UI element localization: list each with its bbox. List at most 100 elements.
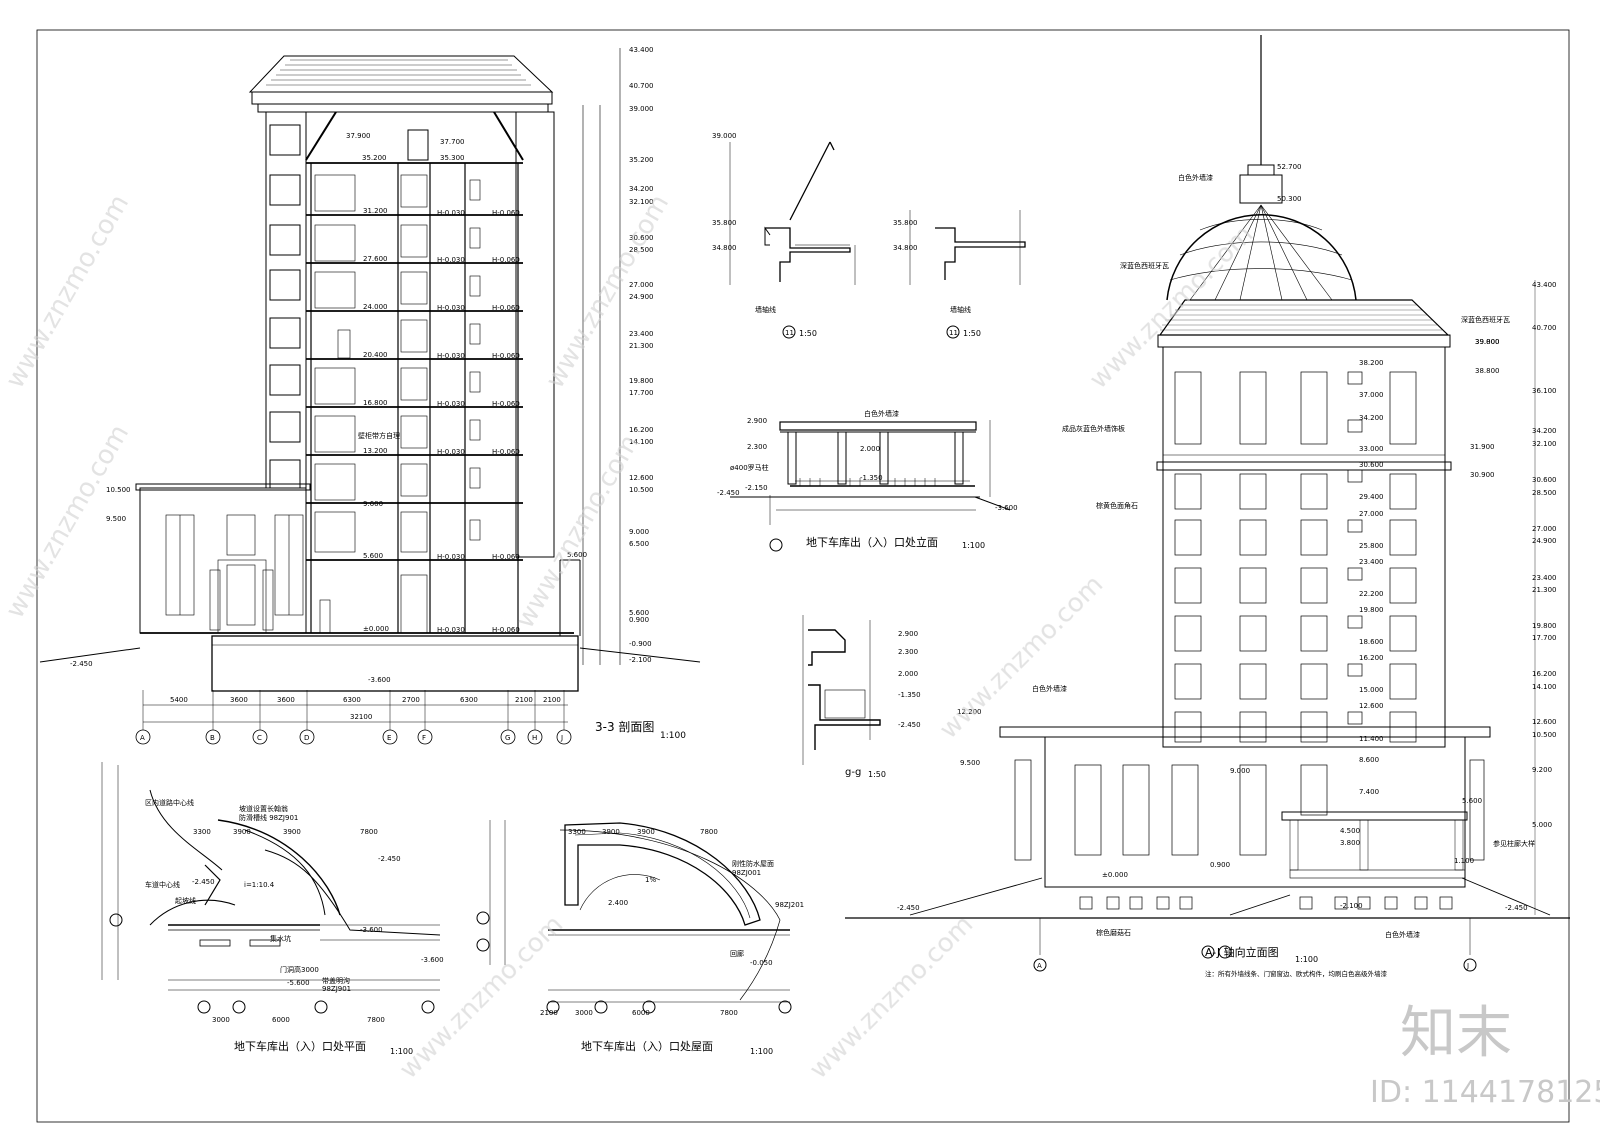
svg-text:39.000: 39.000: [712, 132, 737, 140]
svg-text:11.400: 11.400: [1359, 735, 1384, 743]
garage-plan: [101, 762, 441, 1014]
svg-text:20.400: 20.400: [363, 351, 388, 359]
svg-text:6.500: 6.500: [629, 540, 649, 548]
svg-text:14.100: 14.100: [629, 438, 654, 446]
svg-text:www.znzmo.com: www.znzmo.com: [394, 910, 569, 1085]
svg-text:2700: 2700: [402, 696, 420, 704]
svg-text:-1.350: -1.350: [898, 691, 921, 699]
svg-text:3900: 3900: [283, 828, 301, 836]
svg-text:7800: 7800: [360, 828, 378, 836]
svg-text:www.znzmo.com: www.znzmo.com: [804, 910, 979, 1085]
svg-text:C: C: [257, 734, 262, 742]
svg-text:98ZJ901: 98ZJ901: [322, 985, 351, 993]
svg-text:39.800: 39.800: [1475, 338, 1500, 346]
svg-text:6300: 6300: [343, 696, 361, 704]
detail-text: 39.000 35.800 34.800 墙轴线 11 1:50 35.800 …: [712, 132, 1018, 779]
svg-text:2.900: 2.900: [898, 630, 918, 638]
svg-text:H-0.060: H-0.060: [492, 448, 520, 456]
section-drawing: [39, 48, 701, 745]
svg-text:23.400: 23.400: [1532, 574, 1557, 582]
svg-text:2100: 2100: [540, 1009, 558, 1017]
svg-text:0.900: 0.900: [629, 616, 649, 624]
svg-text:30.600: 30.600: [1532, 476, 1557, 484]
svg-text:-2.150: -2.150: [745, 484, 768, 492]
svg-text:7800: 7800: [720, 1009, 738, 1017]
svg-text:A: A: [1037, 962, 1042, 970]
svg-text:19.800: 19.800: [1532, 622, 1557, 630]
svg-text:1:50: 1:50: [799, 329, 817, 338]
svg-text:白色外墙漆: 白色外墙漆: [1032, 684, 1067, 693]
svg-text:16.200: 16.200: [1532, 670, 1557, 678]
svg-text:14.100: 14.100: [1532, 683, 1557, 691]
svg-text:2.300: 2.300: [898, 648, 918, 656]
svg-text:H-0.060: H-0.060: [492, 256, 520, 264]
svg-text:5.600: 5.600: [567, 551, 587, 559]
svg-text:35.800: 35.800: [893, 219, 918, 227]
svg-text:成品灰蓝色外墙饰板: 成品灰蓝色外墙饰板: [1062, 424, 1125, 433]
svg-text:www.znzmo.com: www.znzmo.com: [510, 430, 645, 634]
svg-text:F: F: [422, 734, 426, 742]
svg-text:27.000: 27.000: [629, 281, 654, 289]
svg-text:7.400: 7.400: [1359, 788, 1379, 796]
svg-text:2.300: 2.300: [747, 443, 767, 451]
svg-text:43.400: 43.400: [1532, 281, 1557, 289]
svg-text:1:100: 1:100: [390, 1047, 413, 1056]
svg-text:30.900: 30.900: [1470, 471, 1495, 479]
svg-text:1.100: 1.100: [1454, 857, 1474, 865]
svg-text:2.000: 2.000: [860, 445, 880, 453]
svg-text:深蓝色西班牙瓦: 深蓝色西班牙瓦: [1120, 261, 1169, 270]
svg-text:白色外墙漆: 白色外墙漆: [864, 409, 899, 418]
svg-text:D: D: [304, 734, 309, 742]
svg-text:6000: 6000: [272, 1016, 290, 1024]
svg-text:棕色磨菇石: 棕色磨菇石: [1096, 928, 1131, 937]
svg-text:墙轴线: 墙轴线: [950, 305, 971, 314]
svg-text:g-g: g-g: [845, 767, 861, 778]
svg-text:H-0.030: H-0.030: [437, 352, 465, 360]
svg-text:J: J: [1466, 962, 1469, 970]
svg-text:H-0.060: H-0.060: [492, 400, 520, 408]
svg-text:17.700: 17.700: [629, 389, 654, 397]
svg-text:-2.450: -2.450: [717, 489, 740, 497]
svg-text:98ZJ001: 98ZJ001: [732, 869, 761, 877]
svg-text:1:100: 1:100: [750, 1047, 773, 1056]
svg-text:33.000: 33.000: [1359, 445, 1384, 453]
svg-text:-2.450: -2.450: [1505, 904, 1528, 912]
gate-title: 地下车库出（入）口处立面: [806, 535, 938, 549]
svg-text:-1.350: -1.350: [860, 474, 883, 482]
sheet-border: [36, 29, 1570, 1123]
svg-text:-3.600: -3.600: [995, 504, 1018, 512]
svg-text:H-0.060: H-0.060: [492, 553, 520, 561]
svg-text:3000: 3000: [212, 1016, 230, 1024]
svg-text:24.900: 24.900: [629, 293, 654, 301]
svg-text:白色外墙漆: 白色外墙漆: [1385, 930, 1420, 939]
plan-text: 区内道路中心线 坡道设置长翰翁 防滑槽线 98ZJ901 车道中心线 起坡线 -…: [145, 798, 444, 1056]
svg-text:H-0.060: H-0.060: [492, 352, 520, 360]
svg-text:15.000: 15.000: [1359, 686, 1384, 694]
svg-text:37.000: 37.000: [1359, 391, 1384, 399]
svg-text:-2.100: -2.100: [629, 656, 652, 664]
svg-text:-2.450: -2.450: [378, 855, 401, 863]
svg-text:H-0.030: H-0.030: [437, 256, 465, 264]
svg-text:32.100: 32.100: [1532, 440, 1557, 448]
svg-text:23.400: 23.400: [629, 330, 654, 338]
svg-text:集水坑: 集水坑: [270, 934, 291, 943]
svg-text:38.200: 38.200: [1359, 359, 1384, 367]
svg-text:34.200: 34.200: [1359, 414, 1384, 422]
svg-text:3900: 3900: [233, 828, 251, 836]
svg-text:27.000: 27.000: [1359, 510, 1384, 518]
svg-text:34.200: 34.200: [629, 185, 654, 193]
svg-text:18.600: 18.600: [1359, 638, 1384, 646]
svg-text:门洞高3000: 门洞高3000: [280, 965, 319, 974]
svg-text:1%: 1%: [645, 876, 656, 884]
svg-text:10.500: 10.500: [106, 486, 131, 494]
svg-text:30.600: 30.600: [1359, 461, 1384, 469]
svg-text:35.300: 35.300: [440, 154, 465, 162]
svg-text:9.500: 9.500: [106, 515, 126, 523]
svg-text:3300: 3300: [193, 828, 211, 836]
svg-text:3.800: 3.800: [1340, 839, 1360, 847]
svg-text:34.800: 34.800: [712, 244, 737, 252]
svg-text:25.800: 25.800: [1359, 542, 1384, 550]
svg-text:2100: 2100: [543, 696, 561, 704]
svg-text:98ZJ201: 98ZJ201: [775, 901, 804, 909]
svg-text:刚性防水屋面: 刚性防水屋面: [732, 859, 774, 868]
